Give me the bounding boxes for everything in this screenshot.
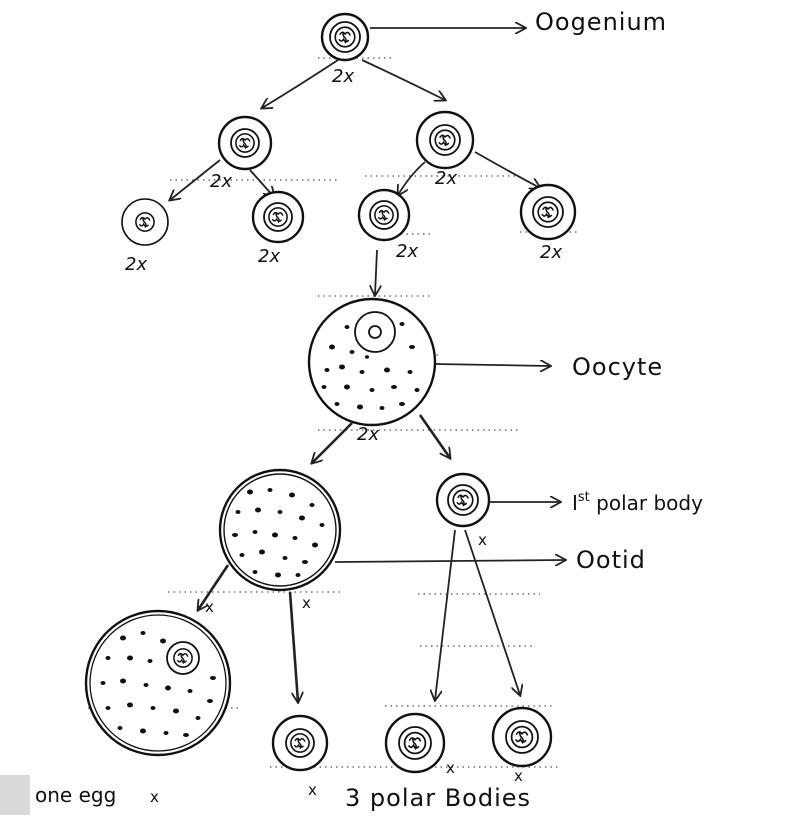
ploidy-polar-body-2: x: [446, 759, 455, 777]
polar-body-1: [273, 716, 327, 770]
ploidy-polar-body-1: x: [308, 781, 317, 799]
ploidy-one-egg: x: [150, 788, 159, 806]
first-polar-body-label: Ist polar body: [572, 490, 703, 515]
arrow-polar-body-to-left: [435, 530, 455, 700]
ootid-cell: [220, 470, 340, 590]
arrow-oocyte-to-polar-body: [420, 415, 450, 458]
ploidy-ootid-left: x: [205, 598, 214, 616]
ploidy-oogonium: 2x: [332, 66, 354, 87]
oocyte-cell: [309, 299, 435, 425]
first-polar-body-label-rest: polar body: [590, 491, 703, 515]
arrow-to-ootid-label: [335, 560, 565, 562]
ploidy-first-polar-body: x: [478, 531, 487, 549]
ploidy-row3-3: 2x: [396, 241, 418, 262]
ploidy-row3-4: 2x: [540, 242, 562, 263]
ploidy-row3-2: 2x: [258, 246, 280, 267]
ploidy-row3-1: 2x: [125, 254, 147, 275]
arrow-ootid-to-polar-body: [290, 592, 298, 702]
oocyte-label: Oocyte: [572, 353, 663, 381]
arrow-right-daughter-right: [475, 152, 540, 188]
oogonium-left-daughter: [219, 117, 271, 169]
polar-bodies-label: 3 polar Bodies: [345, 784, 531, 812]
one-egg-label: one egg: [35, 783, 116, 807]
oogonium-label: Oogenium: [535, 8, 667, 36]
oogonium-cell-row3-2: [253, 192, 303, 242]
polar-body-3: [493, 708, 551, 766]
arrow-polar-body-to-right: [465, 530, 520, 695]
ploidy-left-daughter: 2x: [210, 171, 232, 192]
first-polar-body-label-sup: st: [578, 490, 590, 505]
ploidy-polar-body-3: x: [514, 767, 523, 785]
oogonium-cell-row3-3: [359, 190, 409, 240]
ootid-label: Ootid: [576, 546, 646, 574]
ploidy-oocyte: 2x: [357, 424, 379, 445]
arrow-oogonium-left: [262, 60, 338, 108]
ploidy-ootid-right: x: [302, 594, 311, 612]
ploidy-right-daughter: 2x: [435, 168, 457, 189]
oogonium-cell-row3-1: [122, 199, 168, 245]
first-polar-body-cell: [437, 474, 489, 526]
arrow-oocyte-to-ootid: [312, 423, 352, 463]
arrow-oogonium-right: [362, 60, 445, 100]
scan-smudge: [0, 775, 30, 815]
arrow-right-daughter-left: [398, 162, 425, 195]
arrow-to-oocyte: [375, 250, 377, 295]
polar-body-2: [386, 714, 444, 772]
arrow-to-oocyte-label: [435, 364, 550, 366]
oogonium-cell: [322, 14, 368, 60]
egg-cell: [86, 611, 230, 755]
oogonium-cell-row3-4: [521, 185, 575, 239]
oogonium-right-daughter: [417, 112, 473, 168]
